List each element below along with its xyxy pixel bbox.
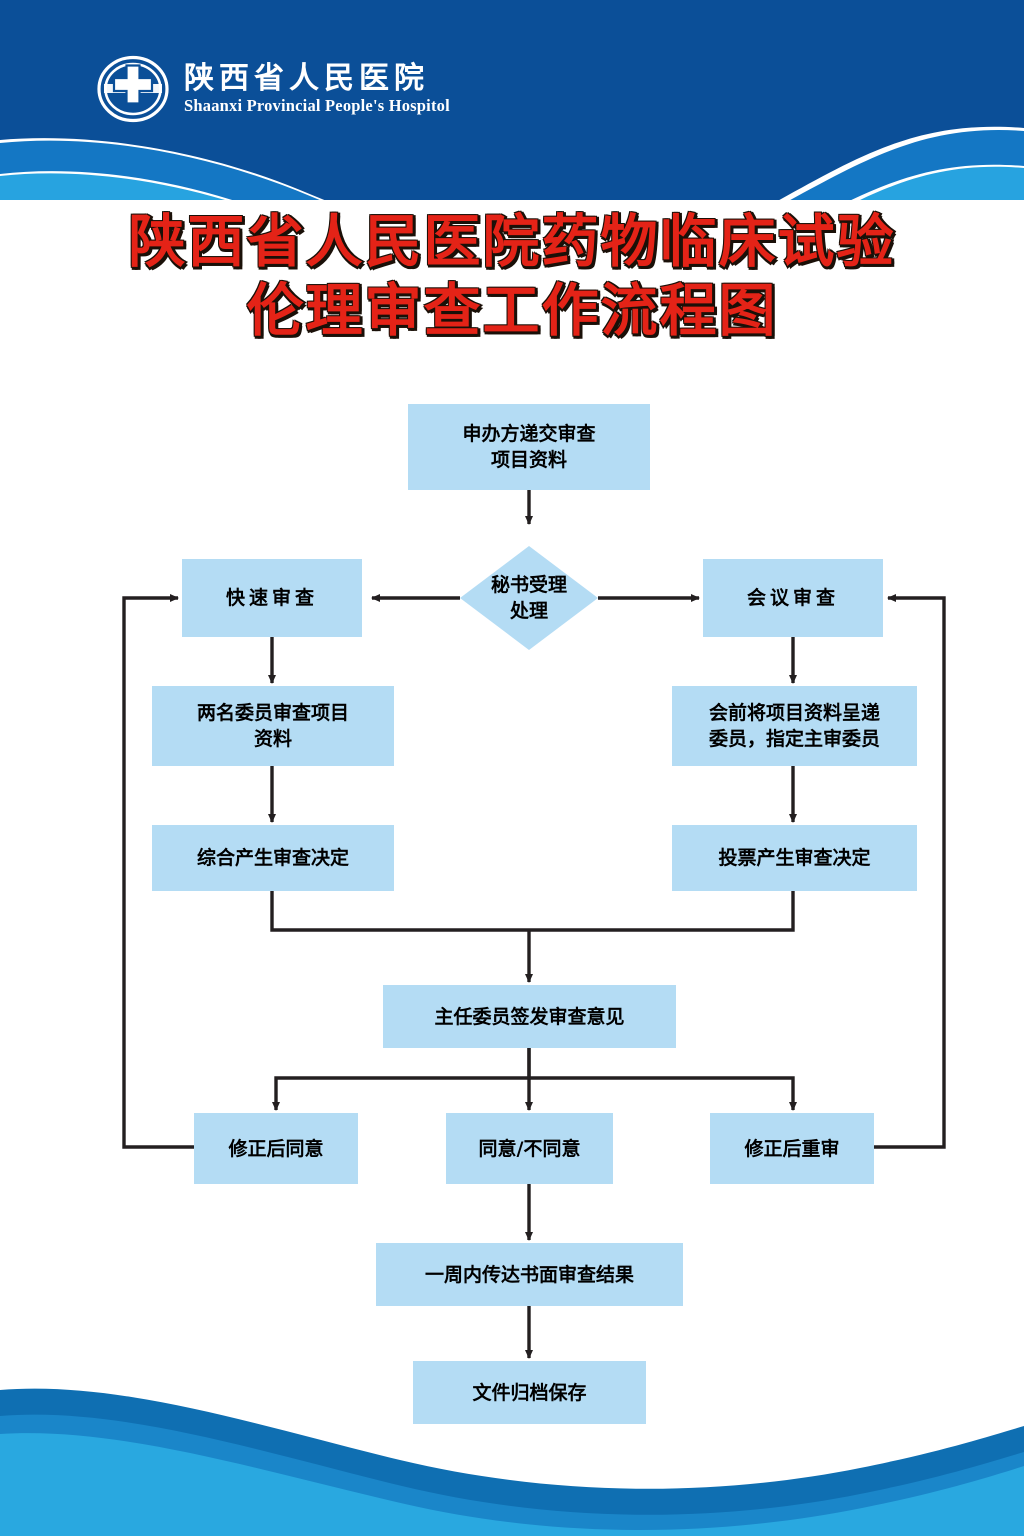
node-secretary[interactable]: 秘书受理 处理 bbox=[460, 546, 598, 650]
node-synthesis-decision[interactable]: 综合产生审查决定 bbox=[152, 825, 394, 891]
node-chair-sign[interactable]: 主任委员签发审查意见 bbox=[383, 985, 676, 1048]
page-header: 陕西省人民医院 Shaanxi Provincial People's Hosp… bbox=[0, 0, 1024, 200]
hospital-brand: 陕西省人民医院 Shaanxi Provincial People's Hosp… bbox=[96, 52, 450, 126]
hospital-cross-logo-icon bbox=[96, 52, 170, 126]
page-title: 陕西省人民医院药物临床试验 伦理审查工作流程图 bbox=[0, 212, 1024, 341]
page-title-line2: 伦理审查工作流程图 bbox=[246, 278, 778, 344]
hospital-name-cn: 陕西省人民医院 bbox=[184, 60, 429, 96]
node-re-review-after-fix[interactable]: 修正后重审 bbox=[710, 1113, 874, 1184]
node-secretary-label: 秘书受理 处理 bbox=[490, 574, 567, 622]
footer-light-wave bbox=[0, 1433, 1024, 1536]
page-footer bbox=[0, 1376, 1024, 1536]
header-dark-band bbox=[0, 0, 1024, 200]
node-agree-or-deny[interactable]: 同意/不同意 bbox=[446, 1113, 613, 1184]
node-agree-after-fix[interactable]: 修正后同意 bbox=[194, 1113, 358, 1184]
node-archive-file[interactable]: 文件归档保存 bbox=[413, 1361, 646, 1424]
hospital-name-en: Shaanxi Provincial People's Hospitol bbox=[184, 95, 450, 115]
node-vote-decision[interactable]: 投票产生审查决定 bbox=[672, 825, 917, 891]
node-submit[interactable]: 申办方递交审查 项目资料 bbox=[408, 404, 650, 490]
header-mid-wave bbox=[0, 130, 1024, 200]
page-title-line1: 陕西省人民医院药物临床试验 bbox=[128, 209, 896, 275]
node-meeting-review[interactable]: 会议审查 bbox=[703, 559, 883, 637]
node-two-members[interactable]: 两名委员审查项目 资料 bbox=[152, 686, 394, 766]
node-pre-meeting[interactable]: 会前将项目资料呈递 委员，指定主审委员 bbox=[672, 686, 917, 766]
hospital-name-group: 陕西省人民医院 Shaanxi Provincial People's Hosp… bbox=[184, 60, 450, 115]
header-light-wave bbox=[0, 166, 1024, 200]
node-fast-review[interactable]: 快速审查 bbox=[182, 559, 362, 637]
node-notify-result[interactable]: 一周内传达书面审查结果 bbox=[376, 1243, 683, 1306]
